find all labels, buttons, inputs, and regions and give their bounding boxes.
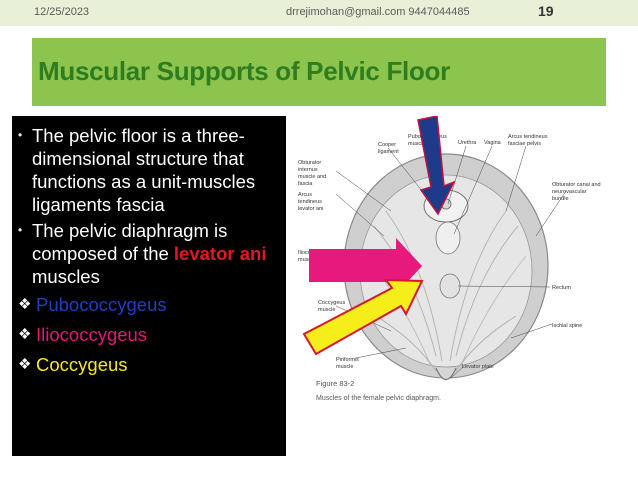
sub-item-coccygeus: ❖ Coccygeus bbox=[18, 352, 284, 378]
diamond-bullet-icon: ❖ bbox=[18, 356, 32, 373]
label-cooper-2: ligament bbox=[378, 149, 399, 155]
title-band: Muscular Supports of Pelvic Floor bbox=[32, 38, 606, 106]
figure-caption-text: Muscles of the female pelvic diaphragm. bbox=[316, 395, 441, 402]
bullet-item: • The pelvic floor is a three-dimensiona… bbox=[18, 124, 284, 216]
sub-item-iliococcygeus: ❖ Iliococcygeus bbox=[18, 322, 284, 348]
label-arcus-2: tendineus bbox=[298, 199, 322, 205]
bullet-text: The pelvic floor is a three-dimensional … bbox=[32, 125, 256, 215]
label-coccygeus-1: Coccygeus bbox=[318, 300, 345, 306]
diamond-bullet-icon: ❖ bbox=[18, 326, 32, 343]
bullet-text-after: muscles bbox=[32, 266, 100, 287]
label-iliococcygeus-2: muscle bbox=[298, 257, 315, 263]
label-rectum: Rectum bbox=[552, 285, 571, 291]
bullet-text-before: The pelvic diaphragm is composed of the bbox=[32, 220, 228, 264]
label-levator-plate: Levator plate bbox=[462, 364, 494, 370]
label-obturator-canal-2: neurovascular bbox=[552, 189, 587, 195]
label-piriformis-2: muscle bbox=[336, 364, 353, 370]
label-arcus-fasciae-2: fasciae pelvis bbox=[508, 141, 541, 147]
bullet-item: • The pelvic diaphragm is composed of th… bbox=[18, 219, 284, 288]
label-obturator-1: Obturator bbox=[298, 160, 321, 166]
bullet-dot-icon: • bbox=[18, 128, 23, 142]
figure-caption-number: Figure 83-2 bbox=[316, 379, 354, 388]
label-pubococcygeus-2: muscle bbox=[408, 141, 425, 147]
arrow-blue-icon bbox=[417, 115, 456, 216]
arrow-yellow-icon bbox=[302, 278, 424, 356]
diamond-bullet-icon: ❖ bbox=[18, 296, 32, 313]
slide-page-number: 19 bbox=[538, 3, 554, 19]
sub-item-pubococcygeus: ❖ Pubococcygeus bbox=[18, 292, 284, 318]
label-obturator-canal-3: bundle bbox=[552, 196, 569, 202]
label-obturator-4: fascia bbox=[298, 181, 313, 187]
label-piriformis-1: Piriformis bbox=[336, 357, 359, 363]
label-ischial-spine: Ischial spine bbox=[552, 323, 582, 329]
sub-item-label: Pubococcygeus bbox=[36, 294, 167, 315]
slide-date: 12/25/2023 bbox=[34, 6, 90, 18]
content-panel: • The pelvic floor is a three-dimensiona… bbox=[12, 116, 286, 456]
label-arcus-3: levator ani bbox=[298, 206, 323, 212]
sub-item-label: Coccygeus bbox=[36, 354, 128, 375]
label-obturator-2: internus bbox=[298, 167, 318, 173]
label-urethra: Urethra bbox=[458, 140, 477, 146]
bullet-emphasis: levator ani bbox=[173, 243, 267, 264]
label-obturator-3: muscle and bbox=[298, 174, 326, 180]
slide-title: Muscular Supports of Pelvic Floor bbox=[38, 56, 450, 86]
label-vagina: Vagina bbox=[484, 140, 502, 146]
slide-header: 12/25/2023 drrejimohan@gmail.com 9447044… bbox=[0, 0, 638, 26]
label-arcus-fasciae-1: Arcus tendineus bbox=[508, 134, 548, 140]
bullet-dot-icon: • bbox=[18, 223, 23, 237]
sub-item-label: Iliococcygeus bbox=[36, 324, 148, 345]
label-cooper-1: Cooper bbox=[378, 142, 396, 148]
label-coccygeus-2: muscle bbox=[318, 307, 335, 313]
slide-contact: drrejimohan@gmail.com 9447044485 bbox=[286, 6, 470, 18]
label-obturator-canal-1: Obturator canal and bbox=[552, 182, 601, 188]
label-arcus-1: Arcus bbox=[298, 192, 312, 198]
bullet-list: • The pelvic floor is a three-dimensiona… bbox=[18, 124, 284, 378]
